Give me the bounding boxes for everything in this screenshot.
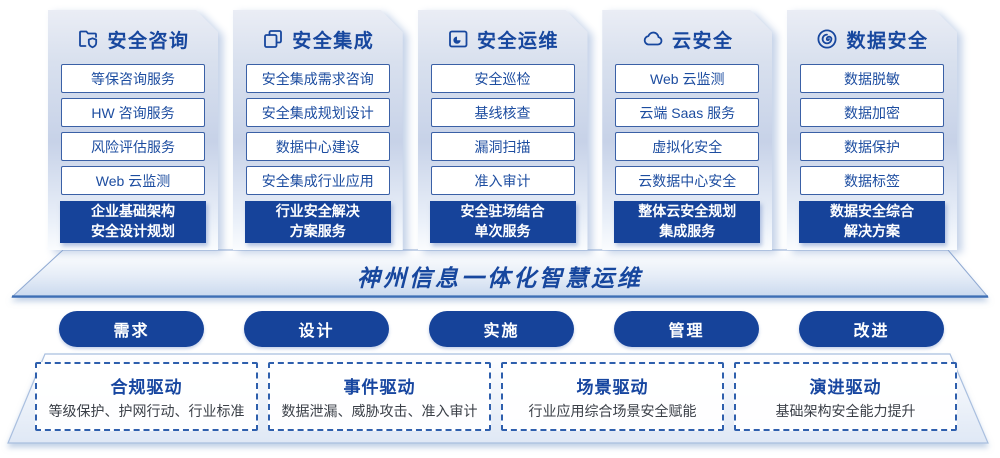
card-title: 安全咨询 xyxy=(107,30,190,52)
service-item: 数据保护 xyxy=(800,132,944,161)
card-highlight: 企业基础架构 安全设计规划 xyxy=(60,201,206,243)
pill-requirement: 需求 xyxy=(59,311,204,347)
card-header: 安全运维 xyxy=(418,10,588,52)
process-pills: 需求 设计 实施 管理 改进 xyxy=(59,311,944,347)
driver-desc: 等级保护、护网行动、行业标准 xyxy=(48,402,245,419)
banner-title: 神州信息一体化智慧运维 xyxy=(357,265,643,291)
driver-boxes: 合规驱动 等级保护、护网行动、行业标准 事件驱动 数据泄漏、威胁攻击、准入审计 … xyxy=(35,362,957,431)
service-item: 安全集成需求咨询 xyxy=(245,64,390,93)
service-item: 数据脱敏 xyxy=(800,64,944,93)
service-item-list: 数据脱敏 数据加密 数据保护 数据标签 xyxy=(800,64,944,195)
card-highlight: 数据安全综合 解决方案 xyxy=(799,201,945,243)
card-highlight: 整体云安全规划 集成服务 xyxy=(614,201,761,243)
service-item: Web 云监测 xyxy=(61,166,205,195)
service-item: 云数据中心安全 xyxy=(615,166,760,195)
service-item: 安全集成规划设计 xyxy=(245,98,390,127)
card-header: 安全咨询 xyxy=(48,10,218,52)
driver-title: 场景驱动 xyxy=(576,377,649,397)
service-item: 云端 Saas 服务 xyxy=(615,98,760,127)
card-header: 安全集成 xyxy=(233,10,403,52)
card-highlight: 行业安全解决 方案服务 xyxy=(244,201,391,243)
pill-implementation: 实施 xyxy=(429,311,574,347)
driver-title: 合规驱动 xyxy=(110,377,183,397)
pill-management: 管理 xyxy=(614,311,759,347)
pill-design: 设计 xyxy=(244,311,389,347)
service-item: 数据加密 xyxy=(800,98,944,127)
card-security-operations: 安全运维 安全巡检 基线核查 漏洞扫描 准入审计 安全驻场结合 单次服务 xyxy=(417,10,588,250)
service-item: HW 咨询服务 xyxy=(61,98,205,127)
service-item: 基线核查 xyxy=(430,98,575,127)
card-data-security: 数据安全 数据脱敏 数据加密 数据保护 数据标签 数据安全综合 解决方案 xyxy=(787,10,957,250)
pill-improvement: 改进 xyxy=(799,311,944,347)
driver-title: 事件驱动 xyxy=(343,377,416,397)
service-cards: 安全咨询 等保咨询服务 HW 咨询服务 风险评估服务 Web 云监测 企业基础架… xyxy=(48,10,957,250)
service-item: 漏洞扫描 xyxy=(430,132,575,161)
service-item-list: Web 云监测 云端 Saas 服务 虚拟化安全 云数据中心安全 xyxy=(615,64,760,195)
service-item: 准入审计 xyxy=(430,166,575,195)
service-item: 等保咨询服务 xyxy=(61,64,205,93)
card-security-consulting: 安全咨询 等保咨询服务 HW 咨询服务 风险评估服务 Web 云监测 企业基础架… xyxy=(48,10,218,250)
driver-incident: 事件驱动 数据泄漏、威胁攻击、准入审计 xyxy=(268,362,491,431)
driver-compliance: 合规驱动 等级保护、护网行动、行业标准 xyxy=(35,362,258,431)
card-title: 安全集成 xyxy=(292,30,375,52)
card-highlight: 安全驻场结合 单次服务 xyxy=(429,201,576,243)
service-item: 虚拟化安全 xyxy=(615,132,760,161)
card-title: 云安全 xyxy=(671,30,734,52)
monitor-pie-icon xyxy=(449,30,468,48)
service-item-list: 安全集成需求咨询 安全集成规划设计 数据中心建设 安全集成行业应用 xyxy=(245,64,390,195)
service-item: 数据中心建设 xyxy=(245,132,390,161)
card-header: 云安全 xyxy=(602,10,772,52)
service-item: 数据标签 xyxy=(800,166,944,195)
data-spiral-icon xyxy=(817,29,837,49)
service-item: 风险评估服务 xyxy=(61,132,205,161)
driver-scenario: 场景驱动 行业应用综合场景安全赋能 xyxy=(501,362,724,431)
driver-desc: 行业应用综合场景安全赋能 xyxy=(528,402,697,419)
driver-evolution: 演进驱动 基础架构安全能力提升 xyxy=(734,362,957,431)
service-item: 安全巡检 xyxy=(430,64,575,93)
card-header: 数据安全 xyxy=(787,10,957,52)
card-title: 安全运维 xyxy=(476,30,559,52)
card-cloud-security: 云安全 Web 云监测 云端 Saas 服务 虚拟化安全 云数据中心安全 整体云… xyxy=(602,10,773,250)
card-security-integration: 安全集成 安全集成需求咨询 安全集成规划设计 数据中心建设 安全集成行业应用 行… xyxy=(232,10,403,250)
card-title: 数据安全 xyxy=(846,30,929,52)
cloud-icon xyxy=(643,31,663,46)
copy-documents-icon xyxy=(264,30,283,48)
driver-desc: 基础架构安全能力提升 xyxy=(775,402,916,419)
service-item-list: 安全巡检 基线核查 漏洞扫描 准入审计 xyxy=(430,64,575,195)
service-item: 安全集成行业应用 xyxy=(245,166,390,195)
folder-shield-icon xyxy=(79,30,98,49)
driver-desc: 数据泄漏、威胁攻击、准入审计 xyxy=(281,402,478,419)
service-item: Web 云监测 xyxy=(615,64,760,93)
service-item-list: 等保咨询服务 HW 咨询服务 风险评估服务 Web 云监测 xyxy=(61,64,205,195)
driver-title: 演进驱动 xyxy=(809,377,882,397)
